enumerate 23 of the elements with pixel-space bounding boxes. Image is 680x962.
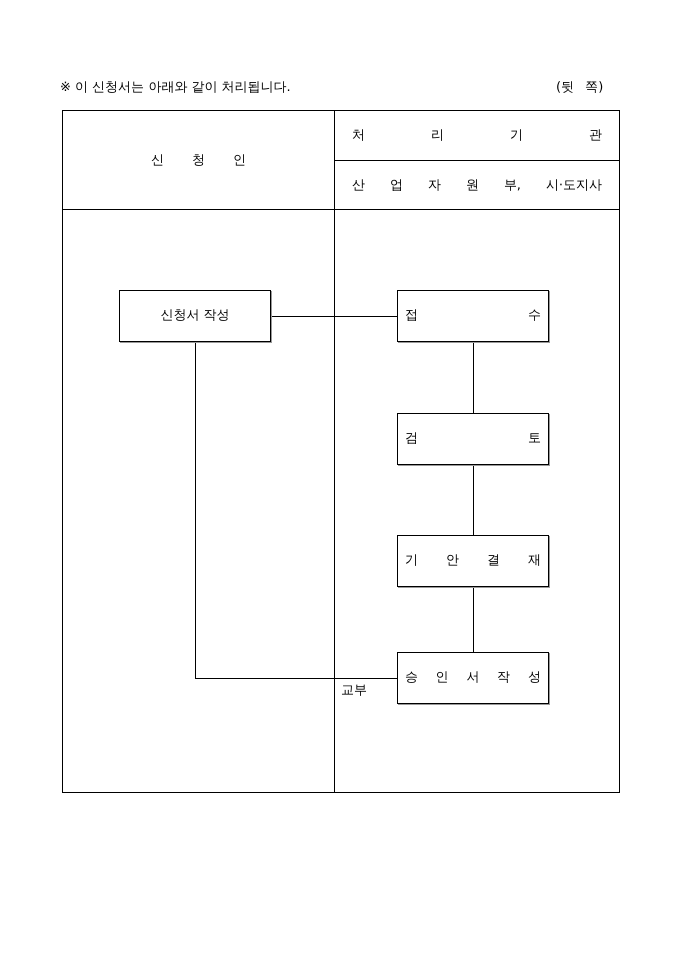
- swimlane: [62, 110, 335, 793]
- process-box: [397, 290, 549, 342]
- lane-heading: 산 업 자 원 부, 시·도지사: [352, 178, 602, 194]
- lane-heading: 신 청 인: [150, 152, 246, 168]
- lane-heading: 처 리 기 관: [352, 128, 602, 144]
- edge-label: 교부: [341, 683, 367, 699]
- process-box: [397, 535, 549, 587]
- note-text: ※ 이 신청서는 아래와 같이 처리됩니다.: [60, 80, 291, 96]
- connector-line: [195, 342, 398, 679]
- step-label: 검 토: [405, 431, 541, 447]
- page-side-label: (뒷 쪽): [556, 80, 604, 96]
- step-label: 기 안 결 재: [405, 553, 541, 569]
- connector-line: [271, 316, 398, 317]
- connector-line: [473, 587, 474, 653]
- process-box: [397, 652, 549, 704]
- swimlane: [334, 110, 620, 793]
- step-label: 승 인 서 작 성: [405, 670, 541, 686]
- step-label: 접 수: [405, 308, 541, 324]
- process-box: [119, 290, 271, 342]
- connector-line: [473, 465, 474, 536]
- step-label: 신청서 작성: [160, 308, 230, 324]
- process-box: [397, 413, 549, 465]
- connector-line: [473, 342, 474, 414]
